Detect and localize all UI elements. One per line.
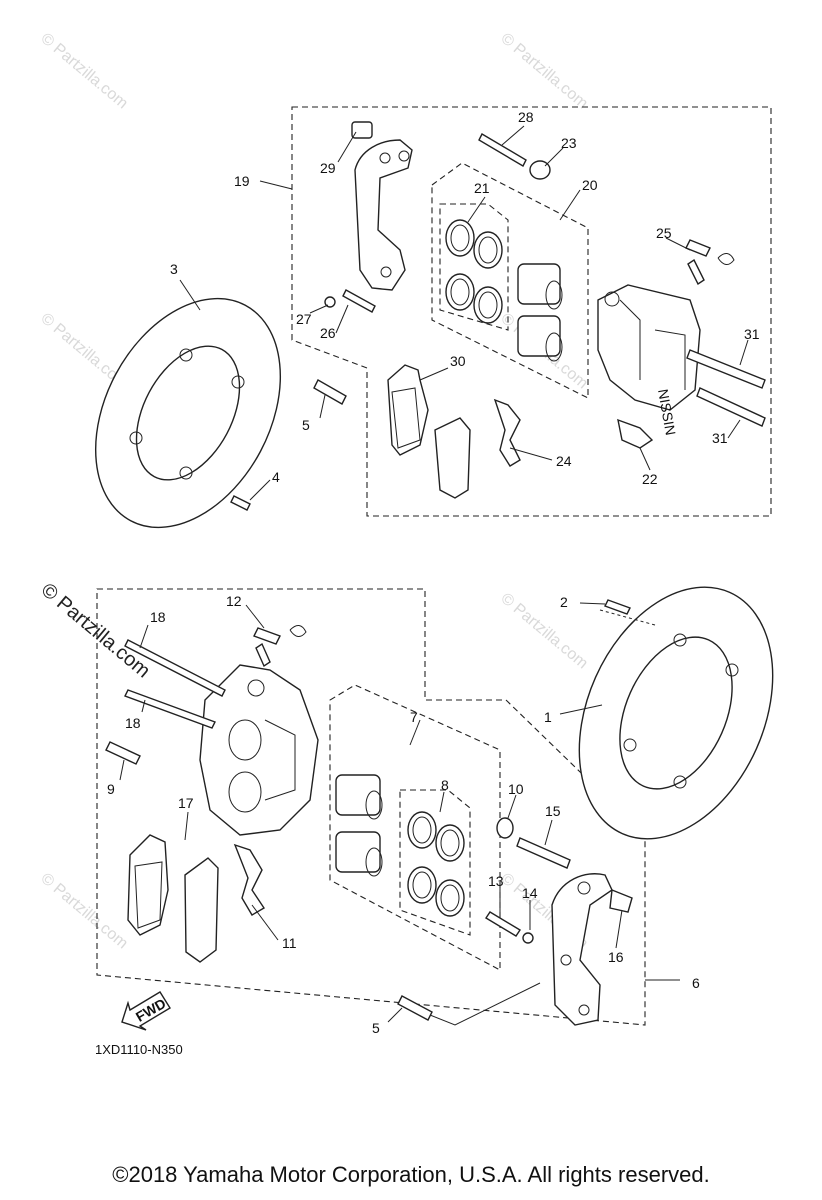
front-caliper-body (199, 664, 319, 836)
callout-17: 17 (178, 795, 194, 811)
upper-leader-lines (179, 125, 749, 501)
assembly-boundary (291, 106, 772, 517)
callout-13: 13 (488, 873, 504, 889)
callout-23: 23 (561, 135, 577, 151)
callout-19: 19 (234, 173, 250, 189)
caliper-sub-boundary (329, 684, 501, 971)
front-brake-disc (578, 586, 774, 840)
callout-5-upper: 5 (302, 417, 310, 433)
callout-3: 3 (170, 261, 178, 277)
callout-14: 14 (522, 885, 538, 901)
watermark: © Partzilla.com (497, 30, 591, 112)
watermark: © Partzilla.com (497, 590, 591, 672)
callout-9: 9 (107, 781, 115, 797)
rear-caliper-body: NISSIN (597, 284, 701, 437)
callout-24: 24 (556, 453, 572, 469)
lower-leader-lines (119, 602, 680, 1026)
rear-brake-pads (387, 364, 471, 499)
watermark: © Partzilla.com (37, 579, 154, 682)
callout-27: 27 (296, 311, 312, 327)
callout-4: 4 (272, 469, 280, 485)
callout-7: 7 (410, 709, 418, 725)
callout-18-upper: 18 (150, 609, 166, 625)
caliper-sub-boundary (431, 162, 589, 399)
caliper-brand-mark: NISSIN (655, 388, 679, 437)
copyright-notice: ©2018 Yamaha Motor Corporation, U.S.A. A… (112, 1162, 710, 1187)
callout-25: 25 (656, 225, 672, 241)
callout-15: 15 (545, 803, 561, 819)
lower-assembly: FWD (96, 586, 774, 1036)
front-caliper-bracket (551, 873, 613, 1026)
diagram-code: 1XD1110-N350 (95, 1042, 183, 1057)
pad-spring (493, 398, 521, 467)
forward-arrow: FWD (121, 991, 171, 1031)
callout-22: 22 (642, 471, 658, 487)
callout-30: 30 (450, 353, 466, 369)
callout-8: 8 (441, 777, 449, 793)
pad-spring (233, 843, 265, 916)
callout-31-lower: 31 (712, 430, 728, 446)
rear-piston-seals (445, 219, 503, 324)
assembly-boundary (96, 588, 646, 1026)
callout-12: 12 (226, 593, 242, 609)
caliper-bracket (354, 139, 413, 291)
front-brake-pads (127, 834, 219, 963)
callout-10: 10 (508, 781, 524, 797)
upper-hardware (230, 121, 766, 511)
callout-5-lower: 5 (372, 1020, 380, 1036)
callout-20: 20 (582, 177, 598, 193)
callout-18-lower: 18 (125, 715, 141, 731)
callout-2: 2 (560, 594, 568, 610)
front-piston-seals (407, 811, 465, 917)
front-pistons (335, 774, 383, 877)
callout-1: 1 (544, 709, 552, 725)
watermark: © Partzilla.com (37, 30, 131, 112)
callout-29: 29 (320, 160, 336, 176)
callout-6: 6 (692, 975, 700, 991)
seal-sub-boundary (399, 789, 471, 936)
callout-26: 26 (320, 325, 336, 341)
callout-31-upper: 31 (744, 326, 760, 342)
rear-brake-disc (94, 297, 282, 529)
callout-28: 28 (518, 109, 534, 125)
lower-hardware (105, 599, 656, 1021)
upper-assembly: NISSIN (94, 106, 772, 529)
callout-21: 21 (474, 180, 490, 196)
callout-16: 16 (608, 949, 624, 965)
rear-pistons (517, 263, 563, 362)
watermark: © Partzilla.com (37, 870, 131, 952)
callout-11: 11 (282, 935, 297, 951)
